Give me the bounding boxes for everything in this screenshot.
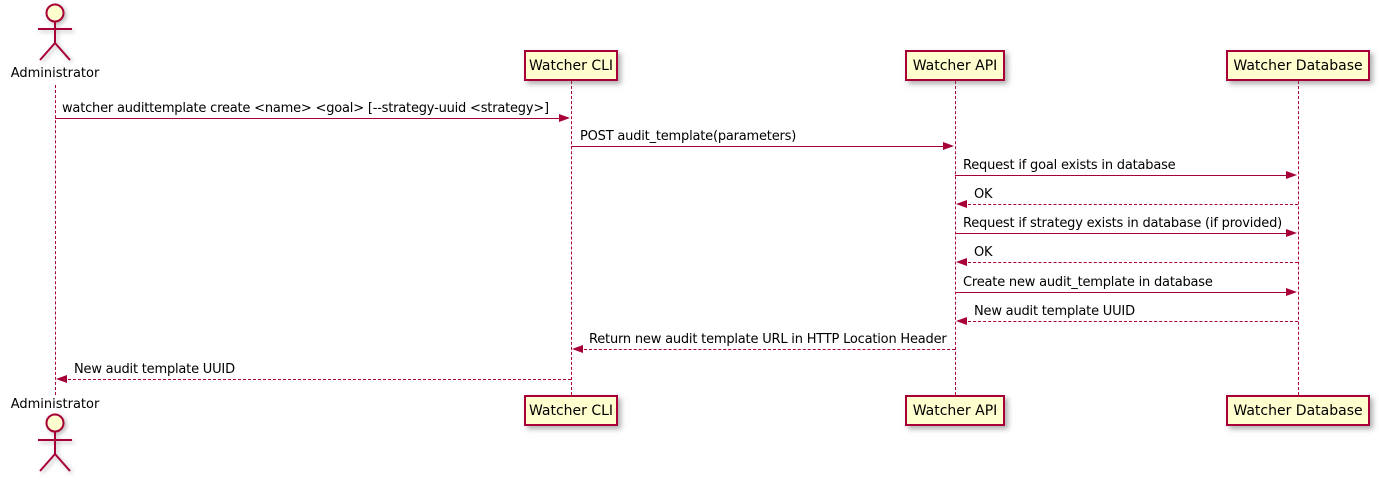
arrowhead-icon [956, 258, 967, 266]
message-line [63, 379, 571, 380]
message-label: Create new audit_template in database [963, 275, 1213, 290]
actor-label: Administrator [10, 66, 100, 81]
message-label: POST audit_template(parameters) [580, 129, 797, 144]
arrowhead-icon [956, 200, 967, 208]
participant-watcher-api: Watcher API [905, 50, 1005, 81]
message-line [55, 118, 561, 119]
message-line [955, 233, 1289, 234]
message-label: OK [974, 245, 993, 260]
message-label: New audit template UUID [974, 304, 1135, 319]
participant-watcher-cli-bottom: Watcher CLI [524, 395, 618, 426]
message-line [963, 321, 1298, 322]
message-label: OK [974, 187, 993, 202]
message-line [571, 146, 946, 147]
message-line [955, 292, 1289, 293]
message-label: Request if strategy exists in database (… [963, 216, 1282, 231]
message-line [579, 349, 955, 350]
arrowhead-icon [943, 142, 954, 150]
arrowhead-icon [56, 375, 67, 383]
arrowhead-icon [1286, 288, 1297, 296]
arrowhead-icon [1286, 229, 1297, 237]
participant-watcher-cli: Watcher CLI [524, 50, 618, 81]
message-line [963, 262, 1298, 263]
lifeline-watcher-api [955, 81, 956, 395]
arrowhead-icon [1286, 171, 1297, 179]
lifeline-administrator [55, 85, 56, 395]
arrowhead-icon [559, 114, 570, 122]
participant-watcher-database-bottom: Watcher Database [1226, 395, 1370, 426]
arrowhead-icon [572, 345, 583, 353]
message-label: Return new audit template URL in HTTP Lo… [589, 332, 947, 347]
participant-watcher-database: Watcher Database [1226, 50, 1370, 81]
message-line [963, 204, 1298, 205]
actor-icon-bottom [38, 413, 72, 472]
arrowhead-icon [956, 317, 967, 325]
participant-watcher-api-bottom: Watcher API [905, 395, 1005, 426]
message-label: Request if goal exists in database [963, 158, 1176, 173]
actor-label-bottom: Administrator [10, 397, 100, 412]
actor-icon [38, 3, 72, 61]
message-line [955, 175, 1289, 176]
message-label: New audit template UUID [74, 362, 235, 377]
lifeline-watcher-database [1298, 81, 1299, 395]
lifeline-watcher-cli [571, 81, 572, 395]
message-label: watcher audittemplate create <name> <goa… [62, 101, 549, 116]
